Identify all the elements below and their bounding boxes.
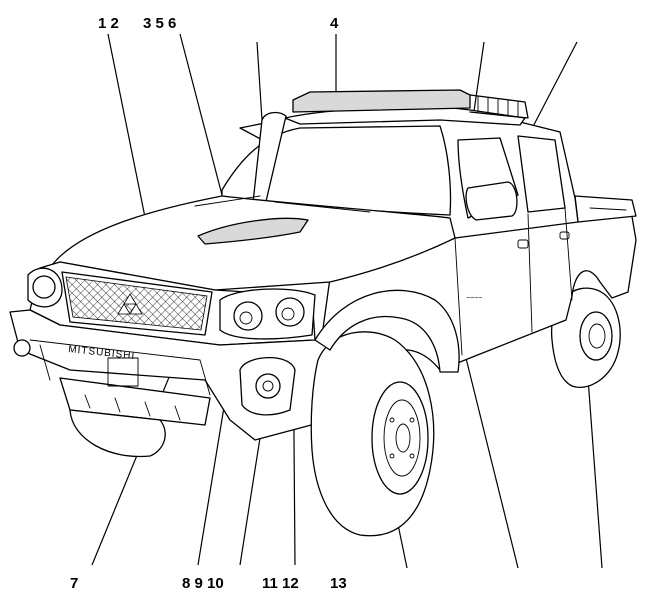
svg-text:~~~~: ~~~~ xyxy=(466,295,482,302)
grille xyxy=(61,271,213,336)
right-headlamps xyxy=(219,288,316,340)
callout-3-5-6: 3 5 6 xyxy=(143,15,176,32)
callout-1-2: 1 2 xyxy=(98,15,119,32)
roof-rack xyxy=(292,89,529,119)
front-wheel xyxy=(310,331,435,537)
callout-11-12: 11 12 xyxy=(262,575,299,592)
callout-4: 4 xyxy=(330,15,339,32)
callout-8-9-10: 8 9 10 xyxy=(182,575,224,592)
mitsubishi-emblem-icon xyxy=(117,293,143,315)
callout-7: 7 xyxy=(70,575,78,592)
truck-illustration: ~~~~ xyxy=(9,89,637,537)
callout-13: 13 xyxy=(330,575,347,592)
fog-lamp xyxy=(239,357,296,416)
